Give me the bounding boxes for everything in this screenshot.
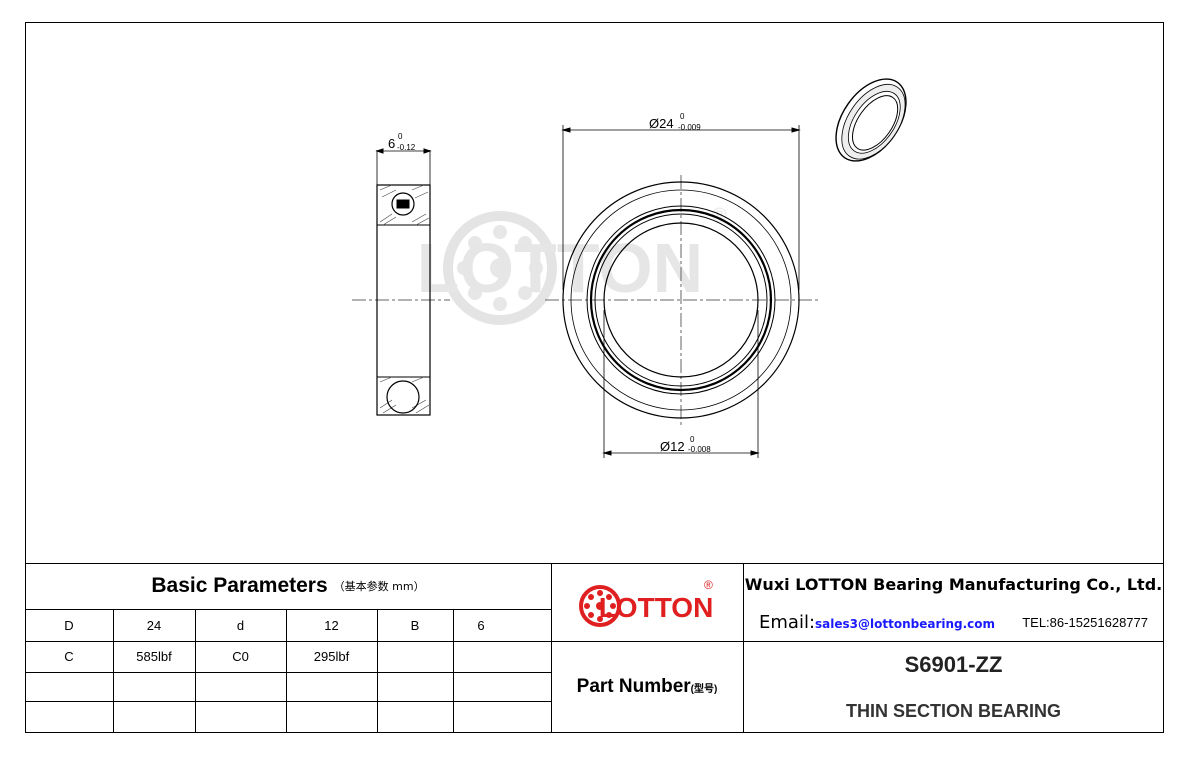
- email-label: Email:: [759, 611, 816, 633]
- bearing-drawing: LOTTON ® 6 0 -0.12: [352, 78, 907, 458]
- part-number-label-cn: (型号): [690, 683, 718, 695]
- drawing-sheet-border: [25, 22, 1164, 733]
- outer-diameter-dim: Ø24: [649, 116, 674, 131]
- side-view: [352, 148, 450, 416]
- param-cell: 6: [477, 617, 485, 633]
- outer-dim-upper: 0: [680, 112, 685, 121]
- param-cell: C0: [232, 649, 249, 664]
- outer-dim-lower: -0.009: [678, 123, 701, 132]
- svg-text:®: ®: [704, 578, 713, 592]
- param-cell: D: [64, 617, 74, 633]
- inner-dim-lower: -0.008: [688, 445, 711, 454]
- param-cell: 585lbf: [136, 649, 172, 664]
- inner-dim-upper: 0: [690, 435, 695, 444]
- param-cell: [453, 641, 551, 672]
- basic-parameters-subtitle: （基本参数 mm）: [333, 580, 425, 593]
- product-description: THIN SECTION BEARING: [845, 700, 1061, 721]
- param-cell: 295lbf: [313, 649, 350, 664]
- param-cell: 12: [324, 617, 339, 633]
- lotton-logo: LOTTON ®: [551, 563, 743, 641]
- front-view: [545, 125, 818, 458]
- telephone: TEL:86-15251628777: [1022, 614, 1148, 630]
- svg-text:LOTTON: LOTTON: [599, 592, 714, 623]
- watermark-logo: LOTTON ®: [417, 205, 727, 325]
- contact-line: Email:sales3@lottonbearing.com TEL:86-15…: [743, 603, 1164, 641]
- inner-diameter-dim: Ø12: [660, 439, 685, 454]
- watermark-text: LOTTON: [417, 229, 703, 307]
- width-dim-lower: -0.12: [397, 143, 416, 152]
- email-link[interactable]: sales3@lottonbearing.com: [815, 616, 996, 631]
- param-cell: 24: [146, 617, 162, 633]
- model-number: S6901-ZZ: [904, 652, 1003, 677]
- param-cell: [377, 641, 453, 672]
- bearing-3d-preview: [835, 78, 907, 162]
- title-block: Basic Parameters（基本参数 mm） D 24 d 12 B 6 …: [25, 563, 1164, 733]
- lotton-logo-icon: LOTTON ®: [579, 578, 714, 627]
- param-cell: B: [410, 617, 420, 633]
- width-dim-upper: 0: [398, 132, 403, 141]
- width-dimension: 6: [388, 136, 395, 151]
- param-cell: d: [236, 617, 245, 633]
- basic-parameters-title: Basic Parameters（基本参数 mm）: [151, 574, 425, 597]
- param-cell: C: [64, 649, 74, 664]
- company-name: Wuxi LOTTON Bearing Manufacturing Co., L…: [744, 574, 1163, 594]
- part-number-label: Part Number(型号): [576, 676, 718, 697]
